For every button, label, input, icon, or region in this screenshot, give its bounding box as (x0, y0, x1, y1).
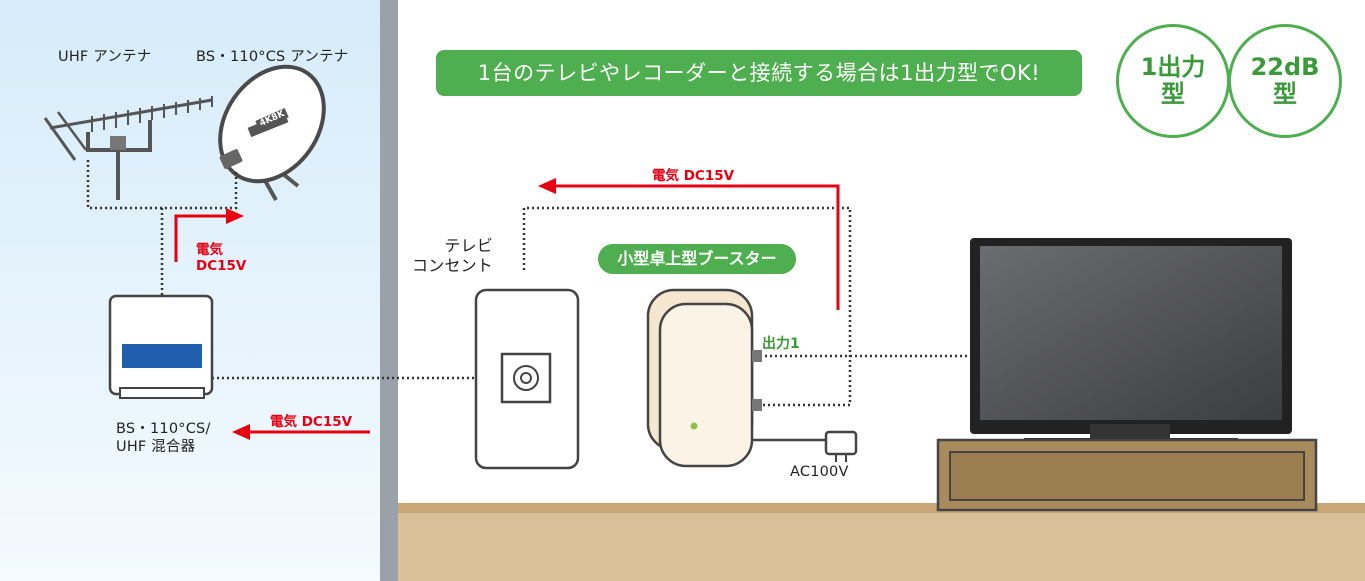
power-label-left: 電気 DC15V (196, 242, 246, 274)
tv-outlet-label-line1: テレビ (444, 236, 494, 255)
power-arrows (174, 184, 840, 434)
tv-outlet-label-line2: コンセント (412, 256, 494, 275)
bs-antenna-label: BS・110°CS アンテナ (196, 49, 349, 65)
ac-power-label: AC100V (790, 464, 849, 480)
badge-1-output: 1出力 型 (1116, 24, 1230, 138)
tv-stand (936, 438, 1318, 512)
signal-cables (86, 160, 976, 407)
mixer-box-icon (108, 294, 214, 399)
uhf-antenna-icon (43, 96, 213, 200)
tv-outlet-label: テレビ コンセント (412, 236, 493, 276)
power-label-left-line2: DC15V (196, 258, 247, 274)
power-label-left-line1: 電気 (196, 242, 223, 258)
headline-banner: 1台のテレビやレコーダーと接続する場合は1出力型でOK! (436, 50, 1082, 96)
mixer-label-line1: BS・110°CS/ (116, 421, 211, 437)
power-label-top: 電気 DC15V (652, 168, 735, 184)
badge-22db: 22dB 型 (1228, 24, 1342, 138)
power-arrow-left (174, 214, 230, 262)
output1-label: 出力1 (762, 336, 800, 352)
badge-22db-line2: 型 (1273, 80, 1297, 108)
outdoor-area (0, 0, 380, 581)
uhf-antenna-label: UHF アンテナ (58, 49, 152, 65)
mixer-label: BS・110°CS/ UHF 混合器 (116, 420, 211, 456)
outlet-to-booster-cable (522, 206, 852, 407)
tv-outlet-icon (474, 288, 580, 470)
mixer-label-line2: UHF 混合器 (116, 439, 196, 455)
power-label-bottom: 電気 DC15V (270, 414, 353, 430)
floor (398, 503, 1365, 581)
badge-1-output-line1: 1出力 (1140, 53, 1206, 81)
power-arrowhead-top (538, 178, 556, 194)
wall-divider (380, 0, 398, 581)
badge-1-output-line2: 型 (1161, 80, 1185, 108)
power-arrow-top (552, 184, 840, 310)
badge-22db-line1: 22dB (1250, 53, 1320, 81)
power-arrowhead-left (226, 208, 244, 224)
booster-label: 小型卓上型ブースター (598, 244, 796, 274)
tv-icon (970, 238, 1292, 444)
booster-device-icon (646, 288, 858, 468)
power-arrowhead-bottom (232, 424, 250, 440)
